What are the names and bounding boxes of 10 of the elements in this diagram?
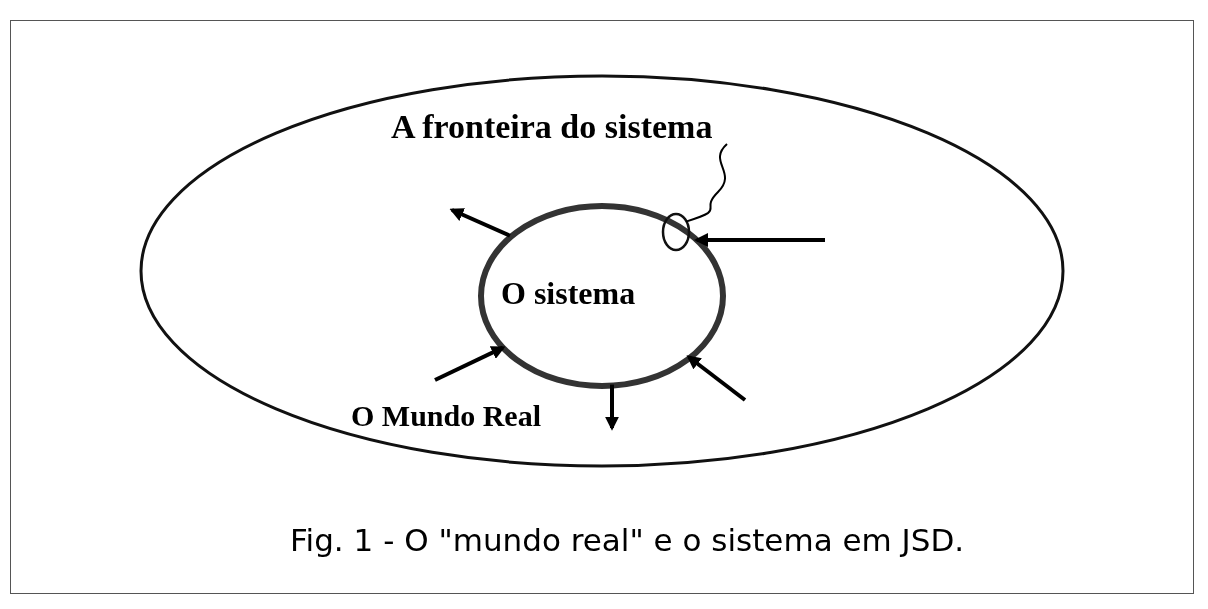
arrow xyxy=(449,208,511,238)
figure-caption: Fig. 1 - O "mundo real" e o sistema em JSD. xyxy=(290,522,965,558)
world-label: O Mundo Real xyxy=(351,399,542,432)
arrow xyxy=(605,384,619,431)
arrow xyxy=(694,233,825,247)
arrow xyxy=(434,345,506,382)
boundary-label: A fronteira do sistema xyxy=(391,108,713,146)
system-label: O sistema xyxy=(501,276,636,312)
arrow xyxy=(686,355,747,402)
leader-line xyxy=(685,143,728,223)
